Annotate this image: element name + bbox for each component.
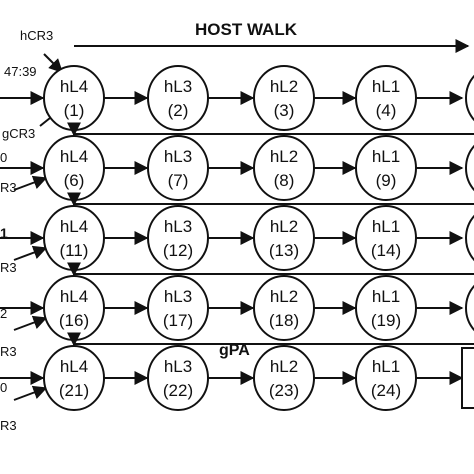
node-step-number: (7) <box>168 171 189 190</box>
node-step-number: (16) <box>59 311 89 330</box>
node-level-label: hL3 <box>164 147 192 166</box>
page-table-node <box>147 65 209 131</box>
node-level-label: hL3 <box>164 217 192 236</box>
host-walk-title: HOST WALK <box>195 20 298 39</box>
hcr3-label: hCR3 <box>20 28 53 43</box>
node-step-number: (14) <box>371 241 401 260</box>
node-level-label: hL3 <box>164 287 192 306</box>
partial-node <box>465 214 474 262</box>
node-step-number: (19) <box>371 311 401 330</box>
node-step-number: (11) <box>60 241 89 260</box>
node-level-label: hL1 <box>372 147 400 166</box>
left-diagonal-arrow <box>13 385 48 401</box>
left-diagonal-arrow <box>13 175 48 191</box>
page-table-node <box>355 275 417 341</box>
node-step-number: (22) <box>163 381 193 400</box>
node-level-label: hL4 <box>60 217 88 236</box>
node-level-label: hL1 <box>372 287 400 306</box>
left-label-2: R3 <box>0 180 17 195</box>
node-step-number: (21) <box>59 381 89 400</box>
node-step-number: (1) <box>64 101 85 120</box>
node-step-number: (4) <box>376 101 397 120</box>
node-level-label: hL2 <box>270 357 298 376</box>
page-table-node <box>147 275 209 341</box>
page-table-node <box>253 135 315 201</box>
page-table-node <box>43 135 105 201</box>
left-diagonal-arrow <box>13 315 48 331</box>
node-level-label: hL4 <box>60 287 88 306</box>
final-data-box <box>461 347 474 409</box>
node-level-label: hL4 <box>60 357 88 376</box>
node-step-number: (13) <box>269 241 299 260</box>
page-table-node <box>147 205 209 271</box>
left-label-0: 47:39 <box>4 64 37 79</box>
node-level-label: hL3 <box>164 77 192 96</box>
page-table-node <box>355 205 417 271</box>
left-label-3: 1 <box>0 225 8 241</box>
page-table-node <box>147 345 209 411</box>
left-label-4: R3 <box>0 260 17 275</box>
page-table-node <box>147 135 209 201</box>
page-table-node <box>355 345 417 411</box>
page-table-node <box>253 65 315 131</box>
left-label-5: 2 <box>0 306 7 321</box>
node-step-number: (3) <box>274 101 295 120</box>
partial-node <box>465 284 474 332</box>
node-level-label: hL2 <box>270 287 298 306</box>
partial-node <box>465 74 474 122</box>
page-table-node <box>253 205 315 271</box>
page-table-node <box>355 135 417 201</box>
gpa-label: gPA <box>219 342 250 359</box>
partial-node <box>465 144 474 192</box>
node-level-label: hL1 <box>372 357 400 376</box>
rows-layer: hL4 (1) hL3 (2) hL2 (3) hL1 (4) hL4 (6) hL3 (7) hL2 (… <box>0 65 474 411</box>
page-table-node <box>355 65 417 131</box>
page-table-node <box>253 345 315 411</box>
node-level-label: hL1 <box>372 217 400 236</box>
hcr3-arrow <box>43 53 63 73</box>
left-diagonal-arrow <box>13 245 48 261</box>
node-step-number: (18) <box>269 311 299 330</box>
page-table-node <box>43 275 105 341</box>
page-table-node <box>253 275 315 341</box>
node-step-number: (23) <box>269 381 299 400</box>
node-level-label: hL2 <box>270 217 298 236</box>
page-table-node <box>43 65 105 131</box>
node-level-label: hL2 <box>270 147 298 166</box>
gcr3-label: gCR3 <box>2 126 35 141</box>
node-level-label: hL2 <box>270 77 298 96</box>
node-step-number: (6) <box>64 171 85 190</box>
left-label-1: 0 <box>0 150 7 165</box>
node-step-number: (9) <box>376 171 397 190</box>
node-step-number: (17) <box>163 311 193 330</box>
page-table-node <box>43 205 105 271</box>
left-label-6: R3 <box>0 344 17 359</box>
node-level-label: hL3 <box>164 357 192 376</box>
node-level-label: hL4 <box>60 77 88 96</box>
node-step-number: (12) <box>163 241 193 260</box>
node-step-number: (2) <box>168 101 189 120</box>
node-level-label: hL4 <box>60 147 88 166</box>
node-level-label: hL1 <box>372 77 400 96</box>
node-step-number: (24) <box>371 381 401 400</box>
node-step-number: (8) <box>274 171 295 190</box>
page-table-node <box>43 345 105 411</box>
left-label-7: 0 <box>0 380 7 395</box>
left-label-8: R3 <box>0 418 17 433</box>
